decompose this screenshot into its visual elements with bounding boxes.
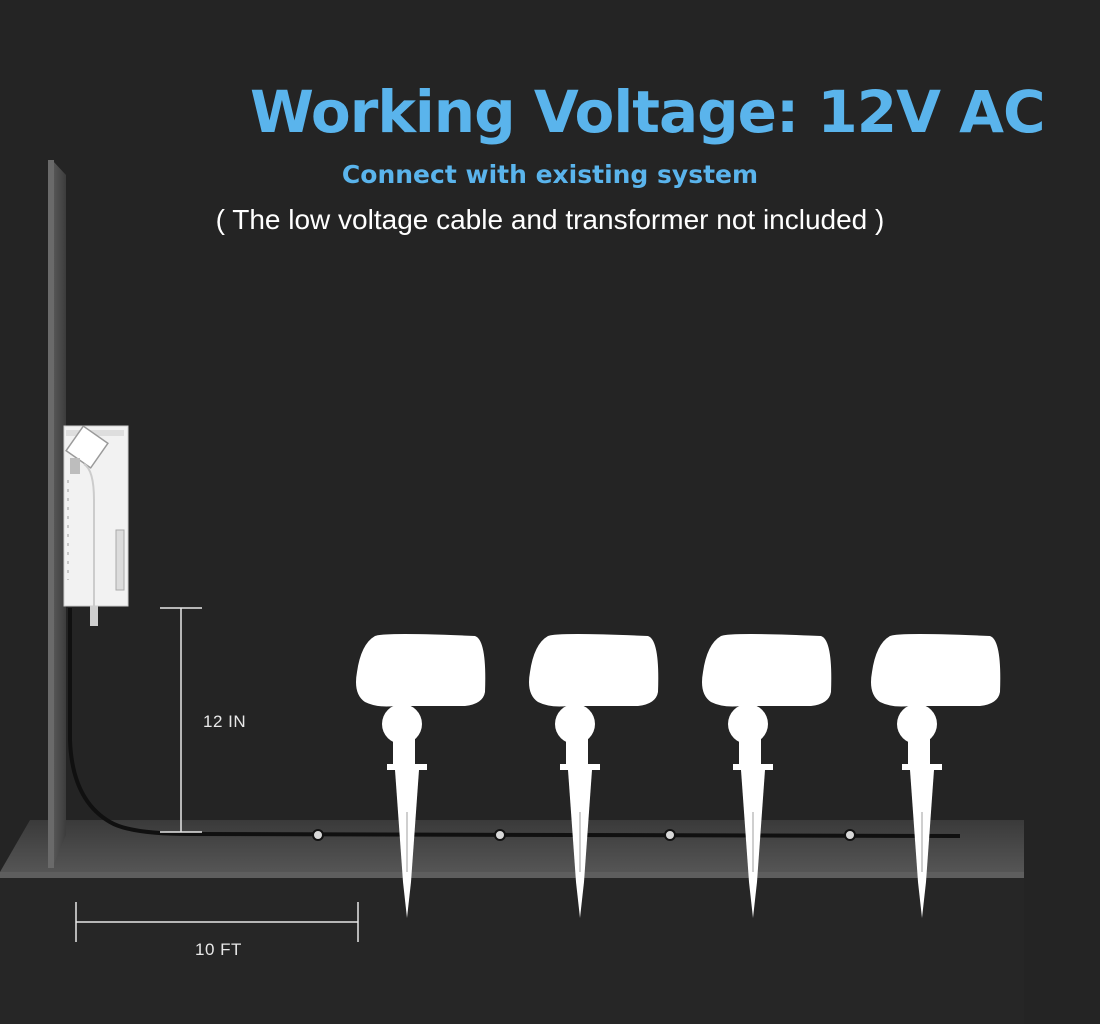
wall xyxy=(48,160,66,868)
subheadline: Connect with existing system xyxy=(341,160,759,189)
spotlight-fixture xyxy=(356,634,486,918)
height-dimension-line xyxy=(160,607,202,833)
headline: Working Voltage: 12V AC xyxy=(250,78,1046,146)
scene-illustration xyxy=(0,160,1024,1024)
distance-dimension-line xyxy=(75,902,359,942)
distance-label: 10 FT xyxy=(195,940,242,959)
ground-slab xyxy=(0,820,1024,1024)
height-label: 12 IN xyxy=(203,712,247,731)
spotlight-fixture xyxy=(702,634,832,918)
product-diagram: Working Voltage: 12V AC Connect with exi… xyxy=(0,78,1046,1024)
spotlight-fixture xyxy=(529,634,659,918)
spotlight-fixture xyxy=(871,634,1001,918)
low-voltage-cable xyxy=(68,608,961,841)
transformer-box xyxy=(63,425,129,626)
disclaimer-note: ( The low voltage cable and transformer … xyxy=(215,204,885,235)
